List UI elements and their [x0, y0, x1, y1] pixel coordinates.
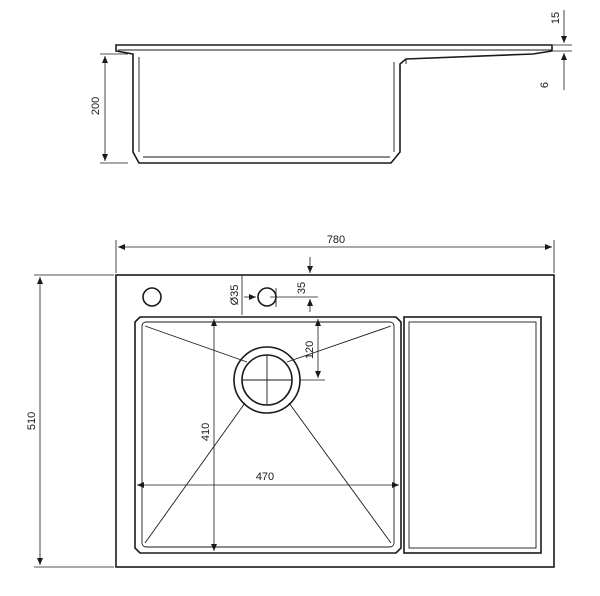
lip-label: 6: [539, 82, 551, 88]
bowl-slope-line-bottom-left: [144, 402, 246, 544]
drainboard-outline: [403, 316, 542, 554]
tap-hole-left: [142, 287, 162, 307]
bowl-depth-label: 200: [90, 97, 102, 115]
top-view-deck-outline: [115, 274, 555, 568]
drain-offset-label: 120: [304, 341, 316, 359]
bowl-slope-line-top-right: [286, 325, 392, 363]
top-view: 780 510 Ø35 35 120 410 470: [26, 234, 555, 568]
side-view-deck: [115, 44, 553, 164]
bowl-slope-line-bottom-right: [288, 402, 392, 544]
bowl-outer-outline: [134, 316, 402, 554]
tap-hole-offset-label: 35: [296, 282, 308, 294]
overall-width-label: 780: [327, 234, 345, 246]
bowl-length-label: 410: [200, 423, 212, 441]
side-view: 200 15 6: [90, 10, 572, 164]
overall-depth-label: 510: [26, 412, 38, 430]
drainboard-inner-outline: [408, 321, 537, 549]
bowl-inner-outline: [141, 321, 395, 548]
deck-thickness-label: 15: [550, 12, 562, 24]
bowl-slope-line-top-left: [144, 325, 248, 363]
tap-hole-diameter-label: Ø35: [229, 285, 241, 306]
bowl-width-label: 470: [256, 471, 274, 483]
